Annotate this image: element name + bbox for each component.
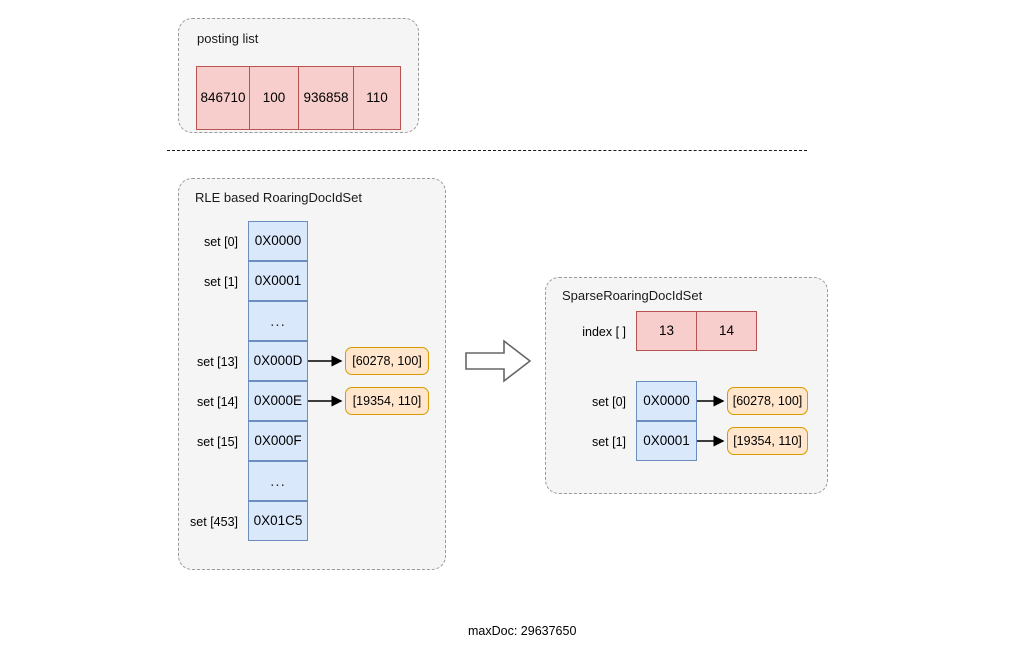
rle-pointer-arrow [308,395,343,407]
rle-row-label: set [14] [197,395,238,409]
rle-set-cell: 0X0000 [248,221,308,261]
posting-list-panel: posting list 846710 100 936858 110 [178,18,419,133]
rle-set-cell: 0X000F [248,421,308,461]
sparse-pointer-arrow [697,435,725,447]
rle-set-cell-ellipsis: ... [248,301,308,341]
rle-row-label: set [15] [197,435,238,449]
posting-cell: 936858 [298,66,354,130]
rle-row-label: set [13] [197,355,238,369]
sparse-row-label: set [0] [591,395,626,409]
sparse-pointer-value: [60278, 100] [727,387,808,415]
section-divider [167,150,807,151]
posting-cell: 846710 [196,66,250,130]
sparse-set-cell: 0X0000 [636,381,697,421]
rle-pointer-value: [19354, 110] [345,387,429,415]
rle-row-label: set [453] [190,515,238,529]
rle-set-cell-ellipsis: ... [248,461,308,501]
sparse-pointer-value: [19354, 110] [727,427,808,455]
posting-cell: 100 [249,66,299,130]
rle-set-cell: 0X000E [248,381,308,421]
sparse-panel-title: SparseRoaringDocIdSet [562,288,703,303]
sparse-index-cell: 13 [636,311,697,351]
block-arrow-right-icon [465,339,532,383]
sparse-row-label: set [1] [591,435,626,449]
rle-pointer-value: [60278, 100] [345,347,429,375]
sparse-index-cell: 14 [696,311,757,351]
rle-panel-title: RLE based RoaringDocIdSet [195,190,362,205]
posting-list-title: posting list [197,31,259,46]
rle-row-label: set [0] [203,235,238,249]
sparse-pointer-arrow [697,395,725,407]
rle-row-label: set [1] [203,275,238,289]
rle-pointer-arrow [308,355,343,367]
posting-cell: 110 [353,66,401,130]
rle-set-cell: 0X0001 [248,261,308,301]
sparse-set-cell: 0X0001 [636,421,697,461]
sparse-index-label: index [ ] [582,325,626,339]
rle-set-cell: 0X000D [248,341,308,381]
rle-set-cell: 0X01C5 [248,501,308,541]
max-doc-caption: maxDoc: 29637650 [468,624,577,638]
